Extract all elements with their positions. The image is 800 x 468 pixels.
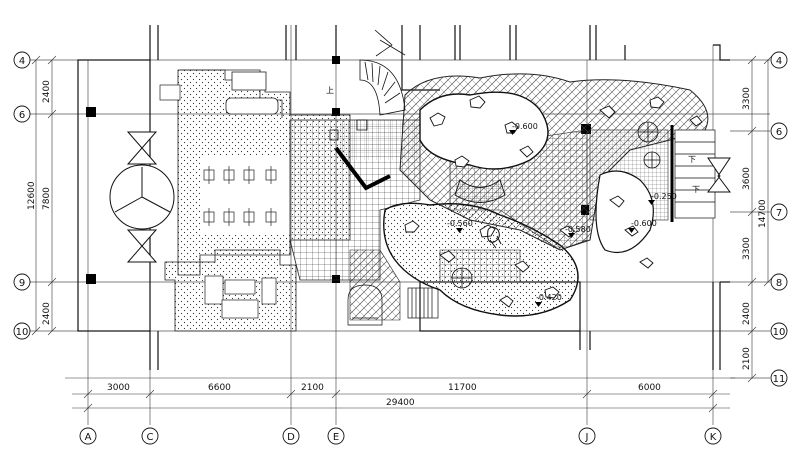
axis-label-right: 11 bbox=[773, 374, 786, 385]
elevation-label: -0.250 bbox=[651, 192, 677, 201]
elevation-label: -0.420 bbox=[536, 293, 562, 302]
dim-right-3600: 3600 bbox=[742, 167, 752, 190]
dim-left-outer: 12600 bbox=[27, 181, 37, 210]
axis-label-left: 4 bbox=[19, 56, 25, 67]
axis-label-bottom: A bbox=[85, 432, 92, 443]
axis-label-left: 10 bbox=[16, 327, 29, 338]
stair-down-label: 下 bbox=[688, 155, 696, 164]
axis-label-bottom: D bbox=[287, 432, 295, 443]
dim-bottom-seg: 6600 bbox=[208, 383, 231, 393]
dim-left-inner: 7800 bbox=[42, 187, 52, 210]
axis-label-bottom: E bbox=[333, 432, 339, 443]
dim-right-total: 14700 bbox=[758, 199, 768, 228]
dim-bottom-total: 29400 bbox=[386, 398, 415, 408]
dim-right-2100: 2100 bbox=[742, 347, 752, 370]
stair-top bbox=[359, 29, 406, 116]
axis-label-left: 6 bbox=[19, 110, 25, 121]
dim-right-3300-top: 3300 bbox=[742, 87, 752, 110]
dim-bottom-seg: 6000 bbox=[638, 383, 661, 393]
axis-label-right: 6 bbox=[776, 127, 782, 138]
dim-left-bottom: 2400 bbox=[42, 302, 52, 325]
axis-label-right: 8 bbox=[776, 278, 782, 289]
rockery-pond bbox=[383, 73, 709, 317]
stair-right bbox=[670, 125, 731, 222]
steps-bottom bbox=[329, 119, 439, 326]
right-dimension-lines bbox=[747, 55, 773, 383]
dim-bottom-seg: 2100 bbox=[301, 383, 324, 393]
axis-bubbles-bottom bbox=[79, 427, 722, 445]
dim-bottom-seg: 3000 bbox=[107, 383, 130, 393]
dim-left-top: 2400 bbox=[42, 80, 52, 103]
axis-label-bottom: J bbox=[585, 432, 589, 443]
feature-wall bbox=[334, 146, 391, 191]
elevation-markers bbox=[456, 130, 655, 307]
bottom-dimension-lines bbox=[65, 377, 735, 413]
round-table-feature bbox=[109, 131, 175, 263]
axis-label-bottom: C bbox=[147, 432, 154, 443]
axis-label-bottom: K bbox=[710, 432, 717, 443]
axis-label-right: 7 bbox=[776, 208, 782, 219]
dim-right-2400: 2400 bbox=[742, 302, 752, 325]
stair-down-label: 下 bbox=[692, 185, 700, 194]
axis-bubbles-left bbox=[13, 51, 31, 340]
axis-bubbles-right bbox=[770, 51, 788, 387]
elevation-label: -0.580 bbox=[565, 225, 591, 234]
left-dimension-lines bbox=[31, 55, 57, 336]
elevation-label: -0.560 bbox=[447, 219, 473, 228]
elevation-label: -0.600 bbox=[631, 219, 657, 228]
stair-up-label: 上 bbox=[326, 86, 334, 95]
dim-right-3300-bottom: 3300 bbox=[742, 237, 752, 260]
elevation-label: -0.600 bbox=[512, 122, 538, 131]
axis-label-right: 4 bbox=[776, 56, 782, 67]
axis-label-left: 9 bbox=[19, 278, 25, 289]
axis-label-right: 10 bbox=[773, 327, 786, 338]
dim-bottom-seg: 11700 bbox=[448, 383, 477, 393]
